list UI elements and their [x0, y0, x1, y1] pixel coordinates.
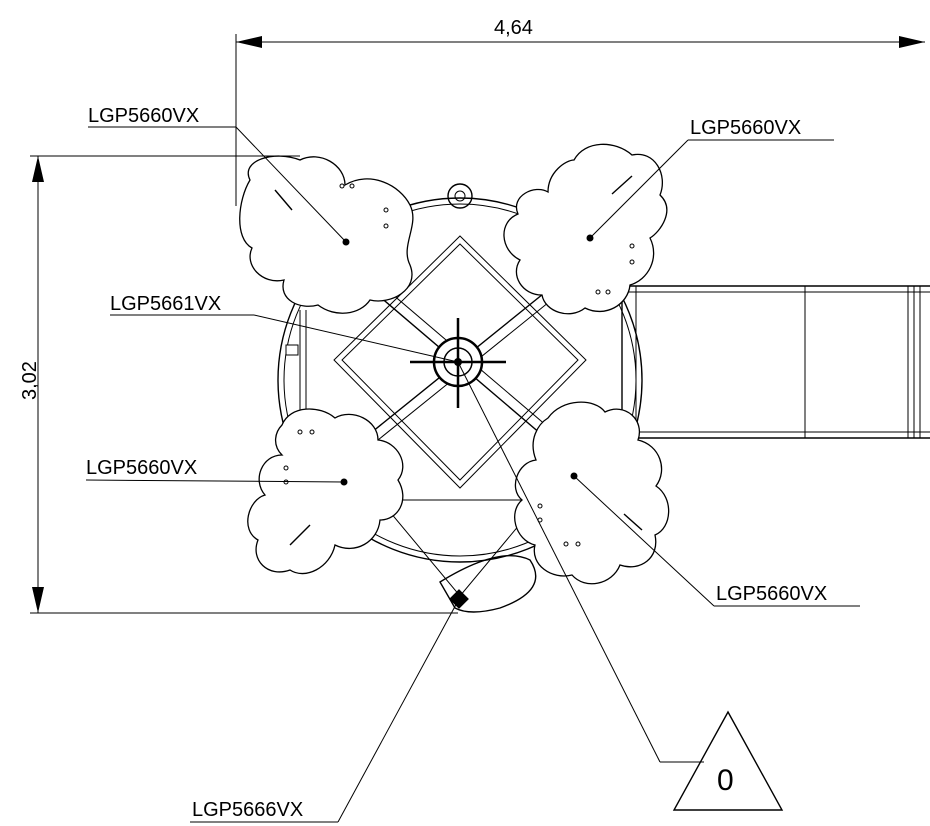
label-top-left: LGP5660VX [88, 105, 199, 127]
leader-bottom-left: LGP5660VX [85, 457, 345, 483]
label-bottom-left: LGP5660VX [86, 457, 197, 479]
leader-top-left: LGP5660VX [88, 105, 347, 243]
label-bottom-right: LGP5660VX [716, 583, 827, 605]
leader-center: LGP5661VX [110, 293, 459, 363]
width-dimension-value: 4,64 [494, 17, 533, 39]
label-top-right: LGP5660VX [690, 117, 801, 139]
width-dimension: 4,64 [235, 17, 925, 206]
revision-marker: 0 [457, 361, 784, 811]
leader-top-right: LGP5660VX [589, 117, 834, 239]
leaf-top-left [239, 155, 414, 314]
revision-value: 0 [717, 764, 734, 797]
leader-bottom-right: LGP5660VX [573, 475, 860, 607]
label-bottom-fitting: LGP5666VX [192, 799, 303, 821]
height-dimension-value: 3,02 [19, 361, 41, 400]
leaf-bottom-left [247, 408, 404, 575]
height-dimension: 3,02 [19, 155, 458, 614]
leader-bottom-fitting: LGP5666VX [190, 598, 460, 823]
leaf-top-right [503, 143, 668, 315]
slide [621, 285, 930, 439]
label-center-post: LGP5661VX [110, 293, 221, 315]
